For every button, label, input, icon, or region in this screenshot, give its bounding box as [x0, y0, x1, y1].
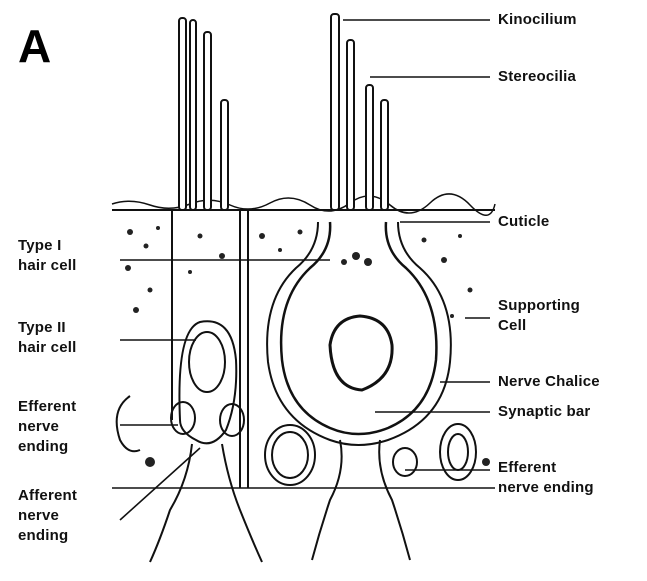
label-kinocilium: Kinocilium: [498, 10, 577, 30]
label-efferent-right-line1: Efferent: [498, 458, 594, 478]
efferent-bouton-right: [393, 448, 417, 476]
panel-letter: A: [18, 22, 51, 70]
label-type-ii-line2: hair cell: [18, 338, 77, 358]
label-type-i-line2: hair cell: [18, 256, 77, 276]
label-afferent-line3: ending: [18, 526, 77, 546]
label-efferent-right-line2: nerve ending: [498, 478, 594, 498]
label-efferent-left-line2: nerve: [18, 417, 76, 437]
label-supporting-line1: Supporting: [498, 296, 580, 316]
label-type-ii-hair-cell: Type II hair cell: [18, 318, 77, 358]
leader-lines: [120, 20, 490, 520]
label-synaptic-bar: Synaptic bar: [498, 402, 590, 422]
type-i-nucleus: [330, 316, 392, 390]
label-efferent-nerve-ending-right: Efferent nerve ending: [498, 458, 594, 498]
type-ii-nucleus: [189, 332, 225, 392]
supporting-nucleus-right: [440, 424, 476, 480]
label-efferent-left-line1: Efferent: [18, 397, 76, 417]
label-supporting-cell: Supporting Cell: [498, 296, 580, 336]
label-type-ii-line1: Type II: [18, 318, 77, 338]
kinocilium-left: [179, 18, 186, 210]
label-afferent-line1: Afferent: [18, 486, 77, 506]
efferent-fiber-left: [117, 396, 140, 451]
label-afferent-nerve-ending: Afferent nerve ending: [18, 486, 77, 546]
kinocilium-right: [331, 14, 339, 210]
afferent-stalk-left: [312, 440, 342, 560]
label-stereocilia: Stereocilia: [498, 67, 576, 87]
label-supporting-line2: Cell: [498, 316, 580, 336]
afferent-stalk-right: [379, 440, 410, 560]
afferent-leader: [120, 448, 200, 520]
label-efferent-left-line3: ending: [18, 437, 76, 457]
label-type-i-line1: Type I: [18, 236, 77, 256]
label-nerve-chalice: Nerve Chalice: [498, 372, 600, 392]
label-type-i-hair-cell: Type I hair cell: [18, 236, 77, 276]
label-afferent-line2: nerve: [18, 506, 77, 526]
label-efferent-nerve-ending-left: Efferent nerve ending: [18, 397, 76, 457]
stereocilia-bundle: [366, 85, 373, 210]
label-cuticle: Cuticle: [498, 212, 549, 232]
